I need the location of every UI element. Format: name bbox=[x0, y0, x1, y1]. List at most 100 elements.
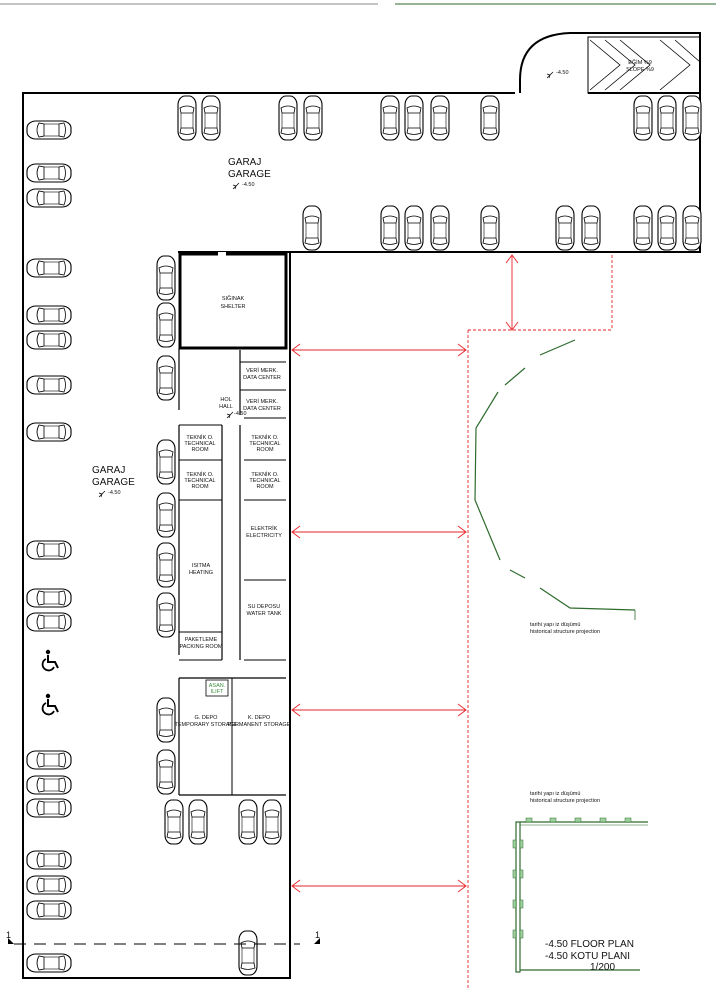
technical-room-label: TEKNİK O. bbox=[186, 471, 214, 478]
car-icon bbox=[156, 542, 176, 588]
packing-room-label-tr: PAKETLEME bbox=[185, 637, 218, 643]
plan-title-en: -4.50 FLOOR PLAN bbox=[545, 939, 634, 950]
car-icon bbox=[26, 305, 72, 325]
car-icon bbox=[430, 205, 450, 251]
car-icon bbox=[26, 422, 72, 442]
water-tank-label-tr: SU DEPOSU bbox=[248, 604, 280, 610]
temporary-storage-label-tr: G. DEPO bbox=[195, 715, 219, 721]
car-icon bbox=[26, 188, 72, 208]
car-icon bbox=[480, 205, 500, 251]
ramp-label-tr: EĞİM %9 bbox=[628, 59, 652, 66]
car-icon bbox=[156, 492, 176, 538]
permanent-storage-label-en: PERMANENT STORAGE bbox=[228, 722, 291, 728]
dimension-lines bbox=[291, 254, 613, 990]
ramp-level: -4.50 bbox=[556, 70, 569, 76]
car-icon bbox=[26, 330, 72, 350]
car-icon bbox=[278, 95, 298, 141]
car-icon bbox=[26, 900, 72, 920]
technical-room-label: TECHNICAL bbox=[249, 441, 280, 447]
car-icon bbox=[555, 205, 575, 251]
car-icon bbox=[682, 205, 702, 251]
technical-room-label: TECHNICAL bbox=[184, 441, 215, 447]
plan-title-tr: -4.50 KOTU PLANI bbox=[545, 951, 630, 962]
car-icon bbox=[156, 355, 176, 401]
historical-projection-label-tr: tarihi yapı iz düşümü bbox=[530, 622, 580, 628]
level-marker-icon bbox=[98, 490, 106, 498]
garage-level: -4.50 bbox=[242, 182, 255, 188]
car-icon bbox=[581, 205, 601, 251]
garage-walls bbox=[22, 32, 701, 979]
technical-room-label: TECHNICAL bbox=[249, 478, 280, 484]
technical-room-label: ROOM bbox=[256, 447, 274, 453]
car-icon bbox=[657, 95, 677, 141]
car-icon bbox=[26, 953, 72, 973]
car-icon bbox=[26, 258, 72, 278]
data-center-label-en: DATA CENTER bbox=[243, 406, 281, 412]
car-icon bbox=[238, 930, 258, 976]
section-marker-icon bbox=[314, 938, 320, 944]
car-icon bbox=[156, 255, 176, 301]
technical-room-label: ROOM bbox=[191, 447, 209, 453]
garage-label-tr: GARAJ bbox=[228, 157, 261, 168]
room-labels: GARAJ GARAGE -4.50 GARAJ GARAGE -4.50 SI… bbox=[92, 157, 634, 973]
car-icon bbox=[302, 205, 322, 251]
lift-label-en: ILIFT bbox=[211, 689, 224, 695]
car-icon bbox=[156, 439, 176, 485]
section-line: 1 1 bbox=[6, 930, 320, 945]
car-icon bbox=[480, 95, 500, 141]
ramp-label-en: SLOPE %9 bbox=[626, 67, 654, 73]
car-icon bbox=[26, 612, 72, 632]
car-icon bbox=[156, 302, 176, 348]
electricity-label-tr: ELEKTRİK bbox=[251, 525, 278, 532]
heating-label-tr: ISITMA bbox=[192, 563, 211, 569]
garage-label-tr: GARAJ bbox=[92, 465, 125, 476]
garage-label-en: GARAGE bbox=[92, 477, 135, 488]
car-icon bbox=[26, 775, 72, 795]
technical-room-label: TEKNİK O. bbox=[251, 471, 279, 478]
technical-room-label: TEKNİK O. bbox=[251, 434, 279, 441]
car-icon bbox=[156, 749, 176, 795]
historical-projection-label-en: historical structure projection bbox=[530, 629, 600, 635]
hall-label-tr: HOL bbox=[220, 397, 231, 403]
data-center-label-tr: VERİ MERK. bbox=[246, 398, 278, 405]
car-icon bbox=[26, 875, 72, 895]
technical-room-label: ROOM bbox=[256, 484, 274, 490]
car-icon bbox=[633, 95, 653, 141]
car-icon bbox=[188, 799, 208, 845]
wheelchair-icon bbox=[41, 649, 59, 672]
lift-label-tr: ASAN. bbox=[209, 683, 226, 689]
car-icon bbox=[682, 95, 702, 141]
historical-elevation bbox=[512, 817, 648, 973]
plan-scale: 1/200 bbox=[590, 962, 615, 973]
car-icon bbox=[26, 120, 72, 140]
historical-projection-label-tr: tarihi yapı iz düşümü bbox=[530, 791, 580, 797]
car-icon bbox=[26, 850, 72, 870]
section-marker-icon bbox=[8, 938, 14, 944]
car-icon bbox=[164, 799, 184, 845]
car-icon bbox=[26, 588, 72, 608]
car-icon bbox=[26, 540, 72, 560]
car-icon bbox=[430, 95, 450, 141]
car-icon bbox=[238, 799, 258, 845]
level-marker-icon bbox=[232, 182, 240, 190]
water-tank-label-en: WATER TANK bbox=[247, 611, 282, 617]
level-marker-icon bbox=[226, 411, 234, 419]
car-icon bbox=[404, 95, 424, 141]
garage-level: -4.50 bbox=[108, 490, 121, 496]
level-marker-icon bbox=[546, 71, 554, 79]
car-icon bbox=[201, 95, 221, 141]
car-icon bbox=[404, 205, 424, 251]
wheelchair-icon bbox=[41, 693, 59, 716]
car-icon bbox=[657, 205, 677, 251]
historical-projection bbox=[474, 339, 636, 620]
temporary-storage-label-en: TEMPORARY STORAGE bbox=[175, 722, 238, 728]
car-icon bbox=[262, 799, 282, 845]
car-icon bbox=[303, 95, 323, 141]
historical-projection-label-en: historical structure projection bbox=[530, 798, 600, 804]
car-icon bbox=[156, 697, 176, 743]
car-icon bbox=[177, 95, 197, 141]
data-center-label-tr: VERİ MERK. bbox=[246, 367, 278, 374]
car-icon bbox=[380, 205, 400, 251]
section-label-left: 1 bbox=[6, 930, 11, 940]
